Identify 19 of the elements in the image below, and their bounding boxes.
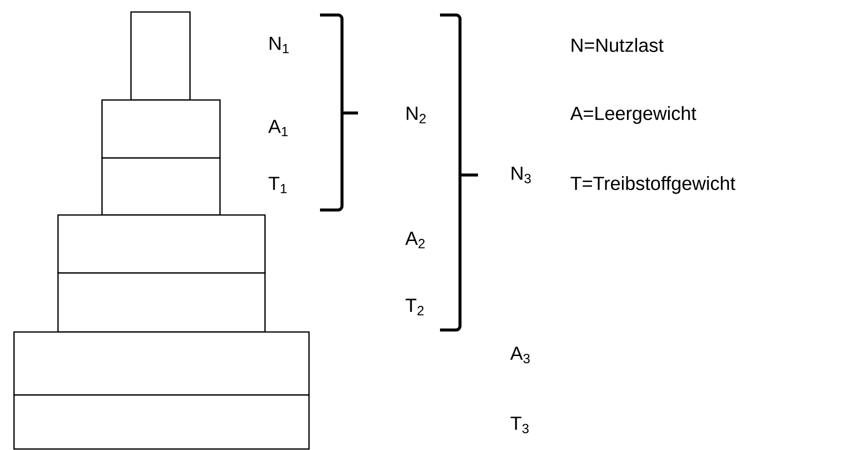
stage-label: T$_{1}$ bbox=[268, 176, 287, 194]
stage-label: N$_{2}$ bbox=[406, 106, 426, 124]
stage-box bbox=[13, 394, 310, 450]
stage-box bbox=[101, 99, 221, 159]
stage-label: T$_{3}$ bbox=[510, 416, 529, 434]
stage-box bbox=[13, 331, 310, 396]
stage-label: A$_{1}$ bbox=[268, 120, 288, 136]
stage-label: A$_{2}$ bbox=[405, 232, 425, 248]
stage-box bbox=[101, 157, 221, 216]
stage-box bbox=[57, 272, 266, 333]
legend-text: T=Treibstoffgewicht bbox=[570, 176, 736, 194]
stage-box bbox=[57, 214, 266, 274]
stage-label: N$_{1}$ bbox=[270, 36, 289, 54]
stage-box bbox=[130, 11, 191, 101]
stage-label: T$_{2}$ bbox=[406, 298, 424, 316]
legend-text: N=Nutzlast bbox=[572, 38, 664, 52]
stage-label: A$_{3}$ bbox=[510, 346, 530, 364]
stage-label: N$_{3}$ bbox=[512, 166, 531, 184]
legend-text: A=Leergewicht bbox=[570, 106, 696, 124]
